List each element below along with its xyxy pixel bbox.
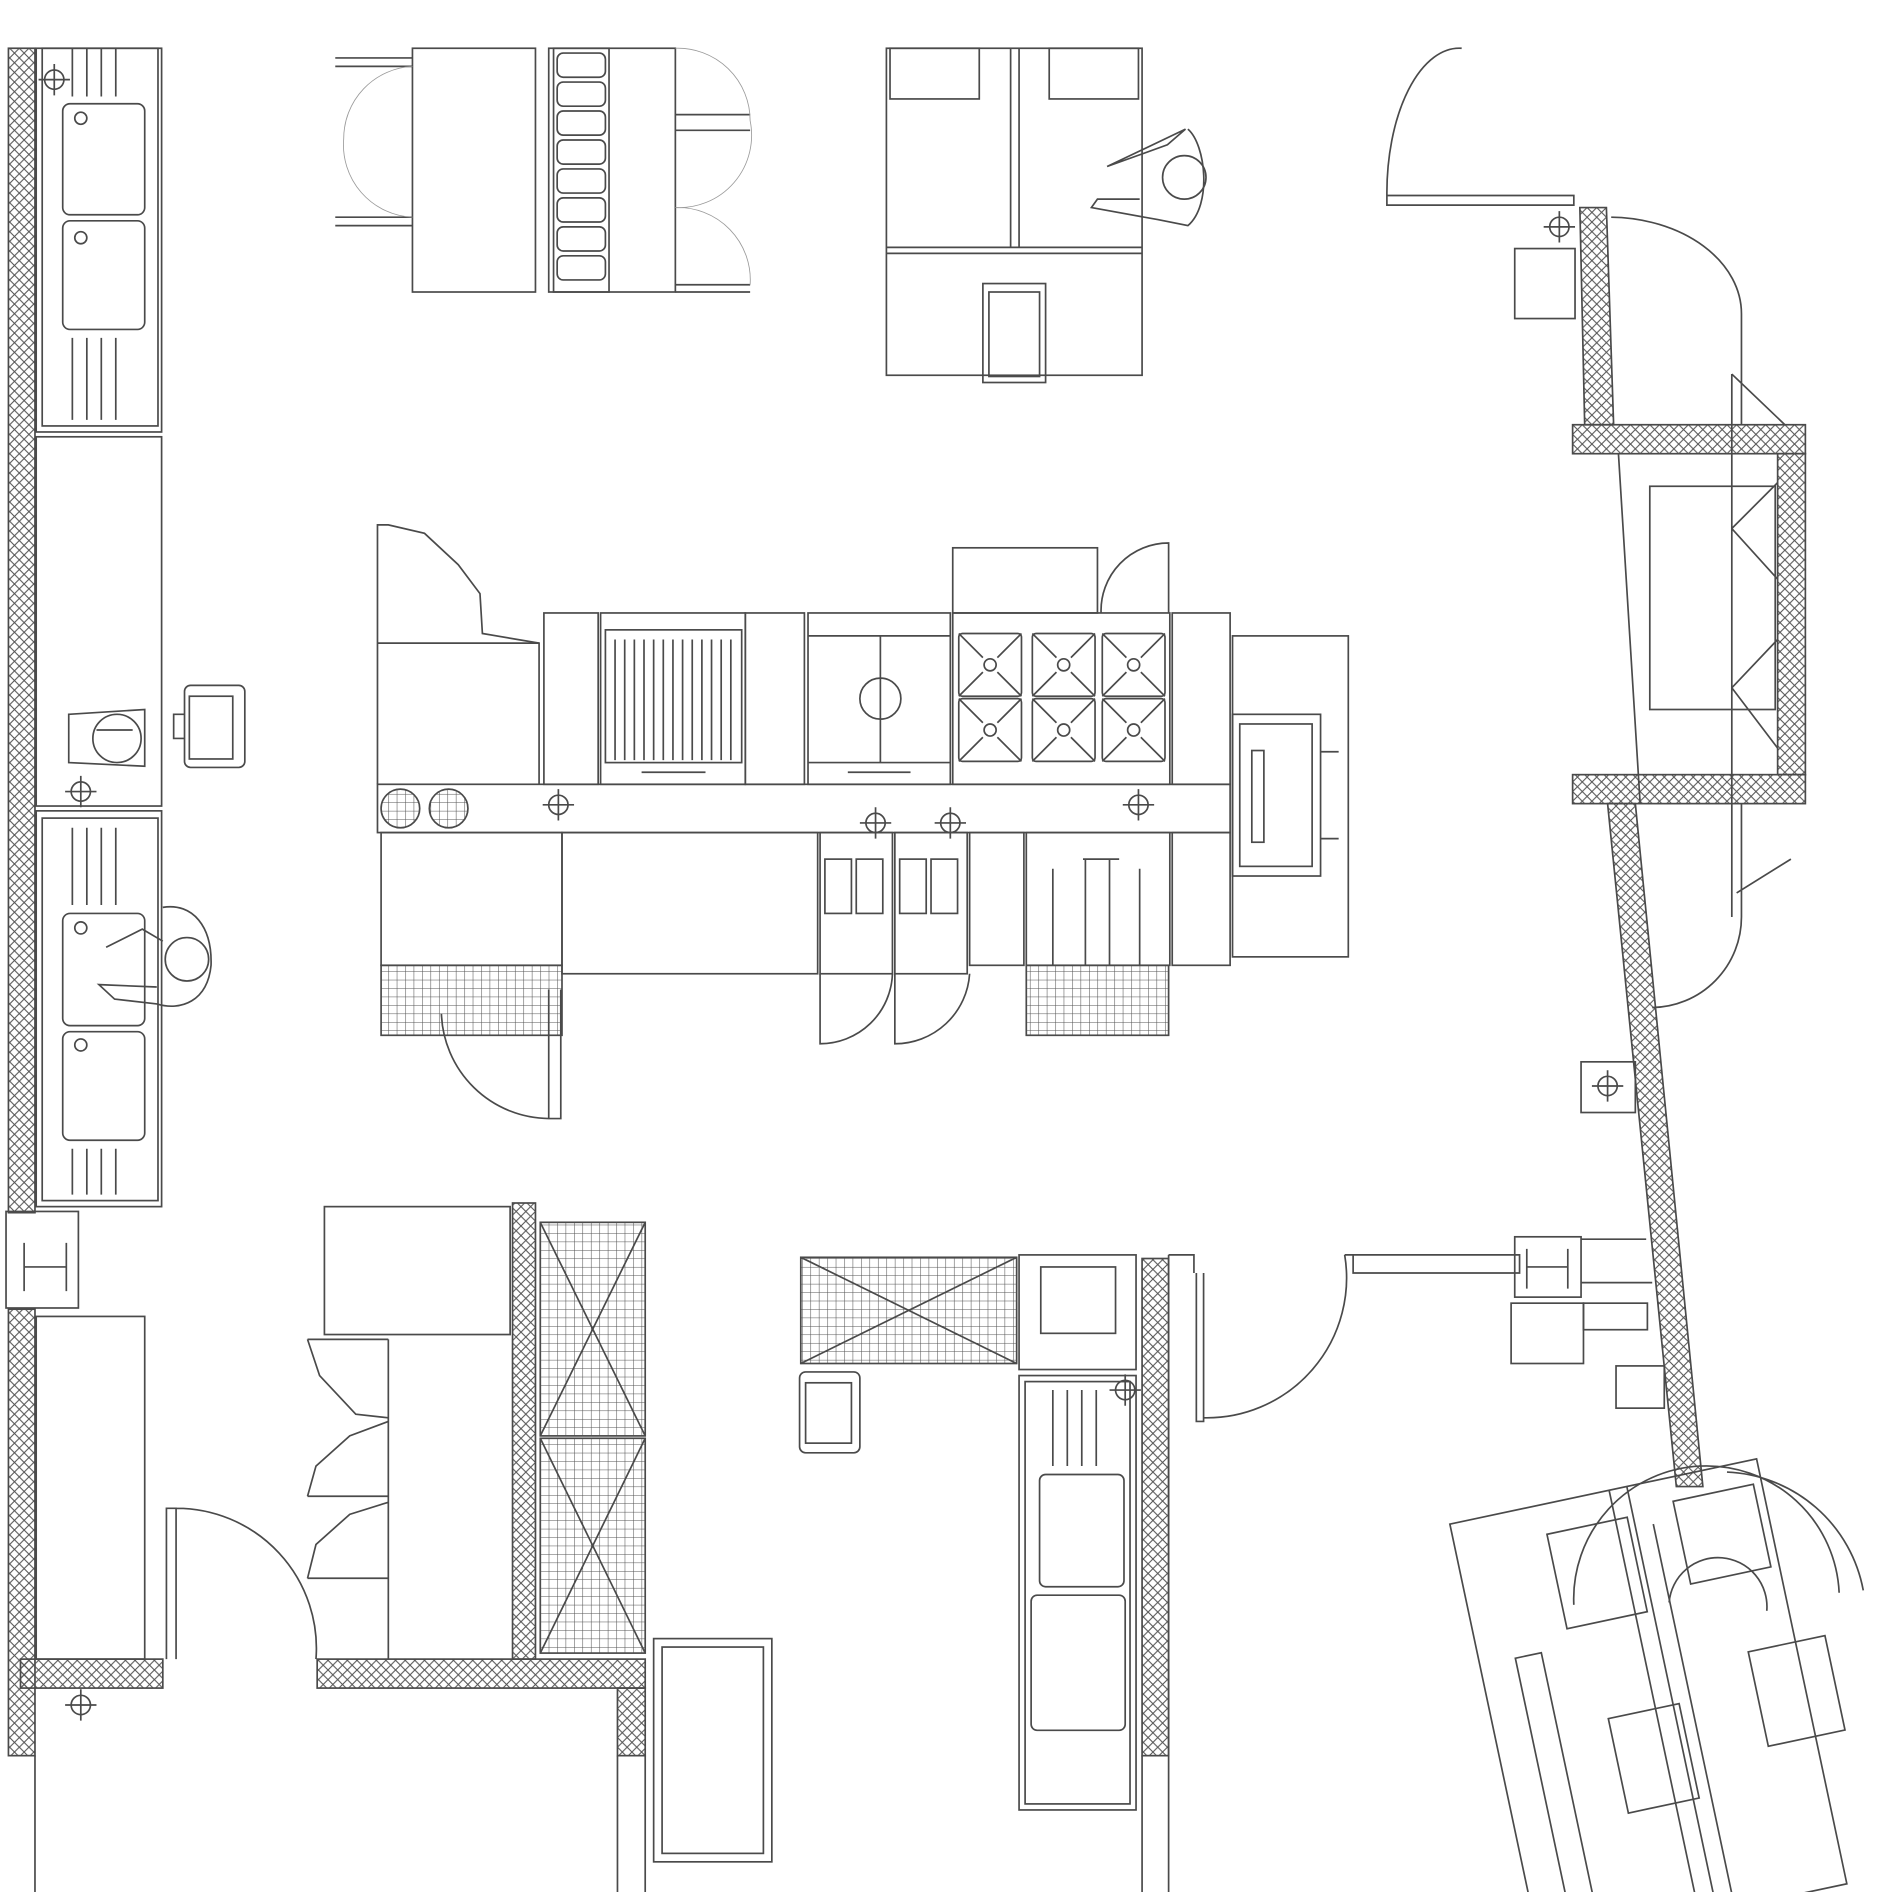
left-sink-counter-top — [35, 47, 163, 433]
right-wall-and-door — [1386, 47, 1807, 1488]
lower-left-walls — [19, 1658, 647, 1892]
burner-icon — [1101, 632, 1166, 698]
person-icon — [1089, 128, 1207, 227]
top-oven-unit — [885, 47, 1143, 384]
top-cold-table — [335, 47, 537, 293]
top-saladette — [547, 47, 753, 293]
monitor-icon — [172, 684, 246, 769]
dish-area — [798, 1254, 1195, 1892]
burner-icon — [957, 632, 1023, 698]
door-swing-icon — [1572, 1465, 1865, 1611]
left-wall — [7, 47, 36, 1892]
column — [5, 1210, 80, 1309]
burner-icon — [1031, 632, 1096, 698]
cooking-island — [376, 524, 1350, 1120]
rotated-equipment — [1448, 1457, 1848, 1892]
left-prep-counter — [35, 435, 163, 809]
burner-icon — [1101, 697, 1166, 763]
lower-storage-area — [306, 1202, 773, 1863]
burner-icon — [1031, 697, 1096, 763]
person-icon — [96, 905, 212, 1008]
left-sink-counter-bottom — [35, 810, 163, 1208]
left-lower-counter — [35, 1315, 146, 1660]
door-swing-icon — [165, 1507, 318, 1660]
burner-icon — [957, 697, 1023, 763]
door-swing-icon — [1195, 1254, 1521, 1423]
